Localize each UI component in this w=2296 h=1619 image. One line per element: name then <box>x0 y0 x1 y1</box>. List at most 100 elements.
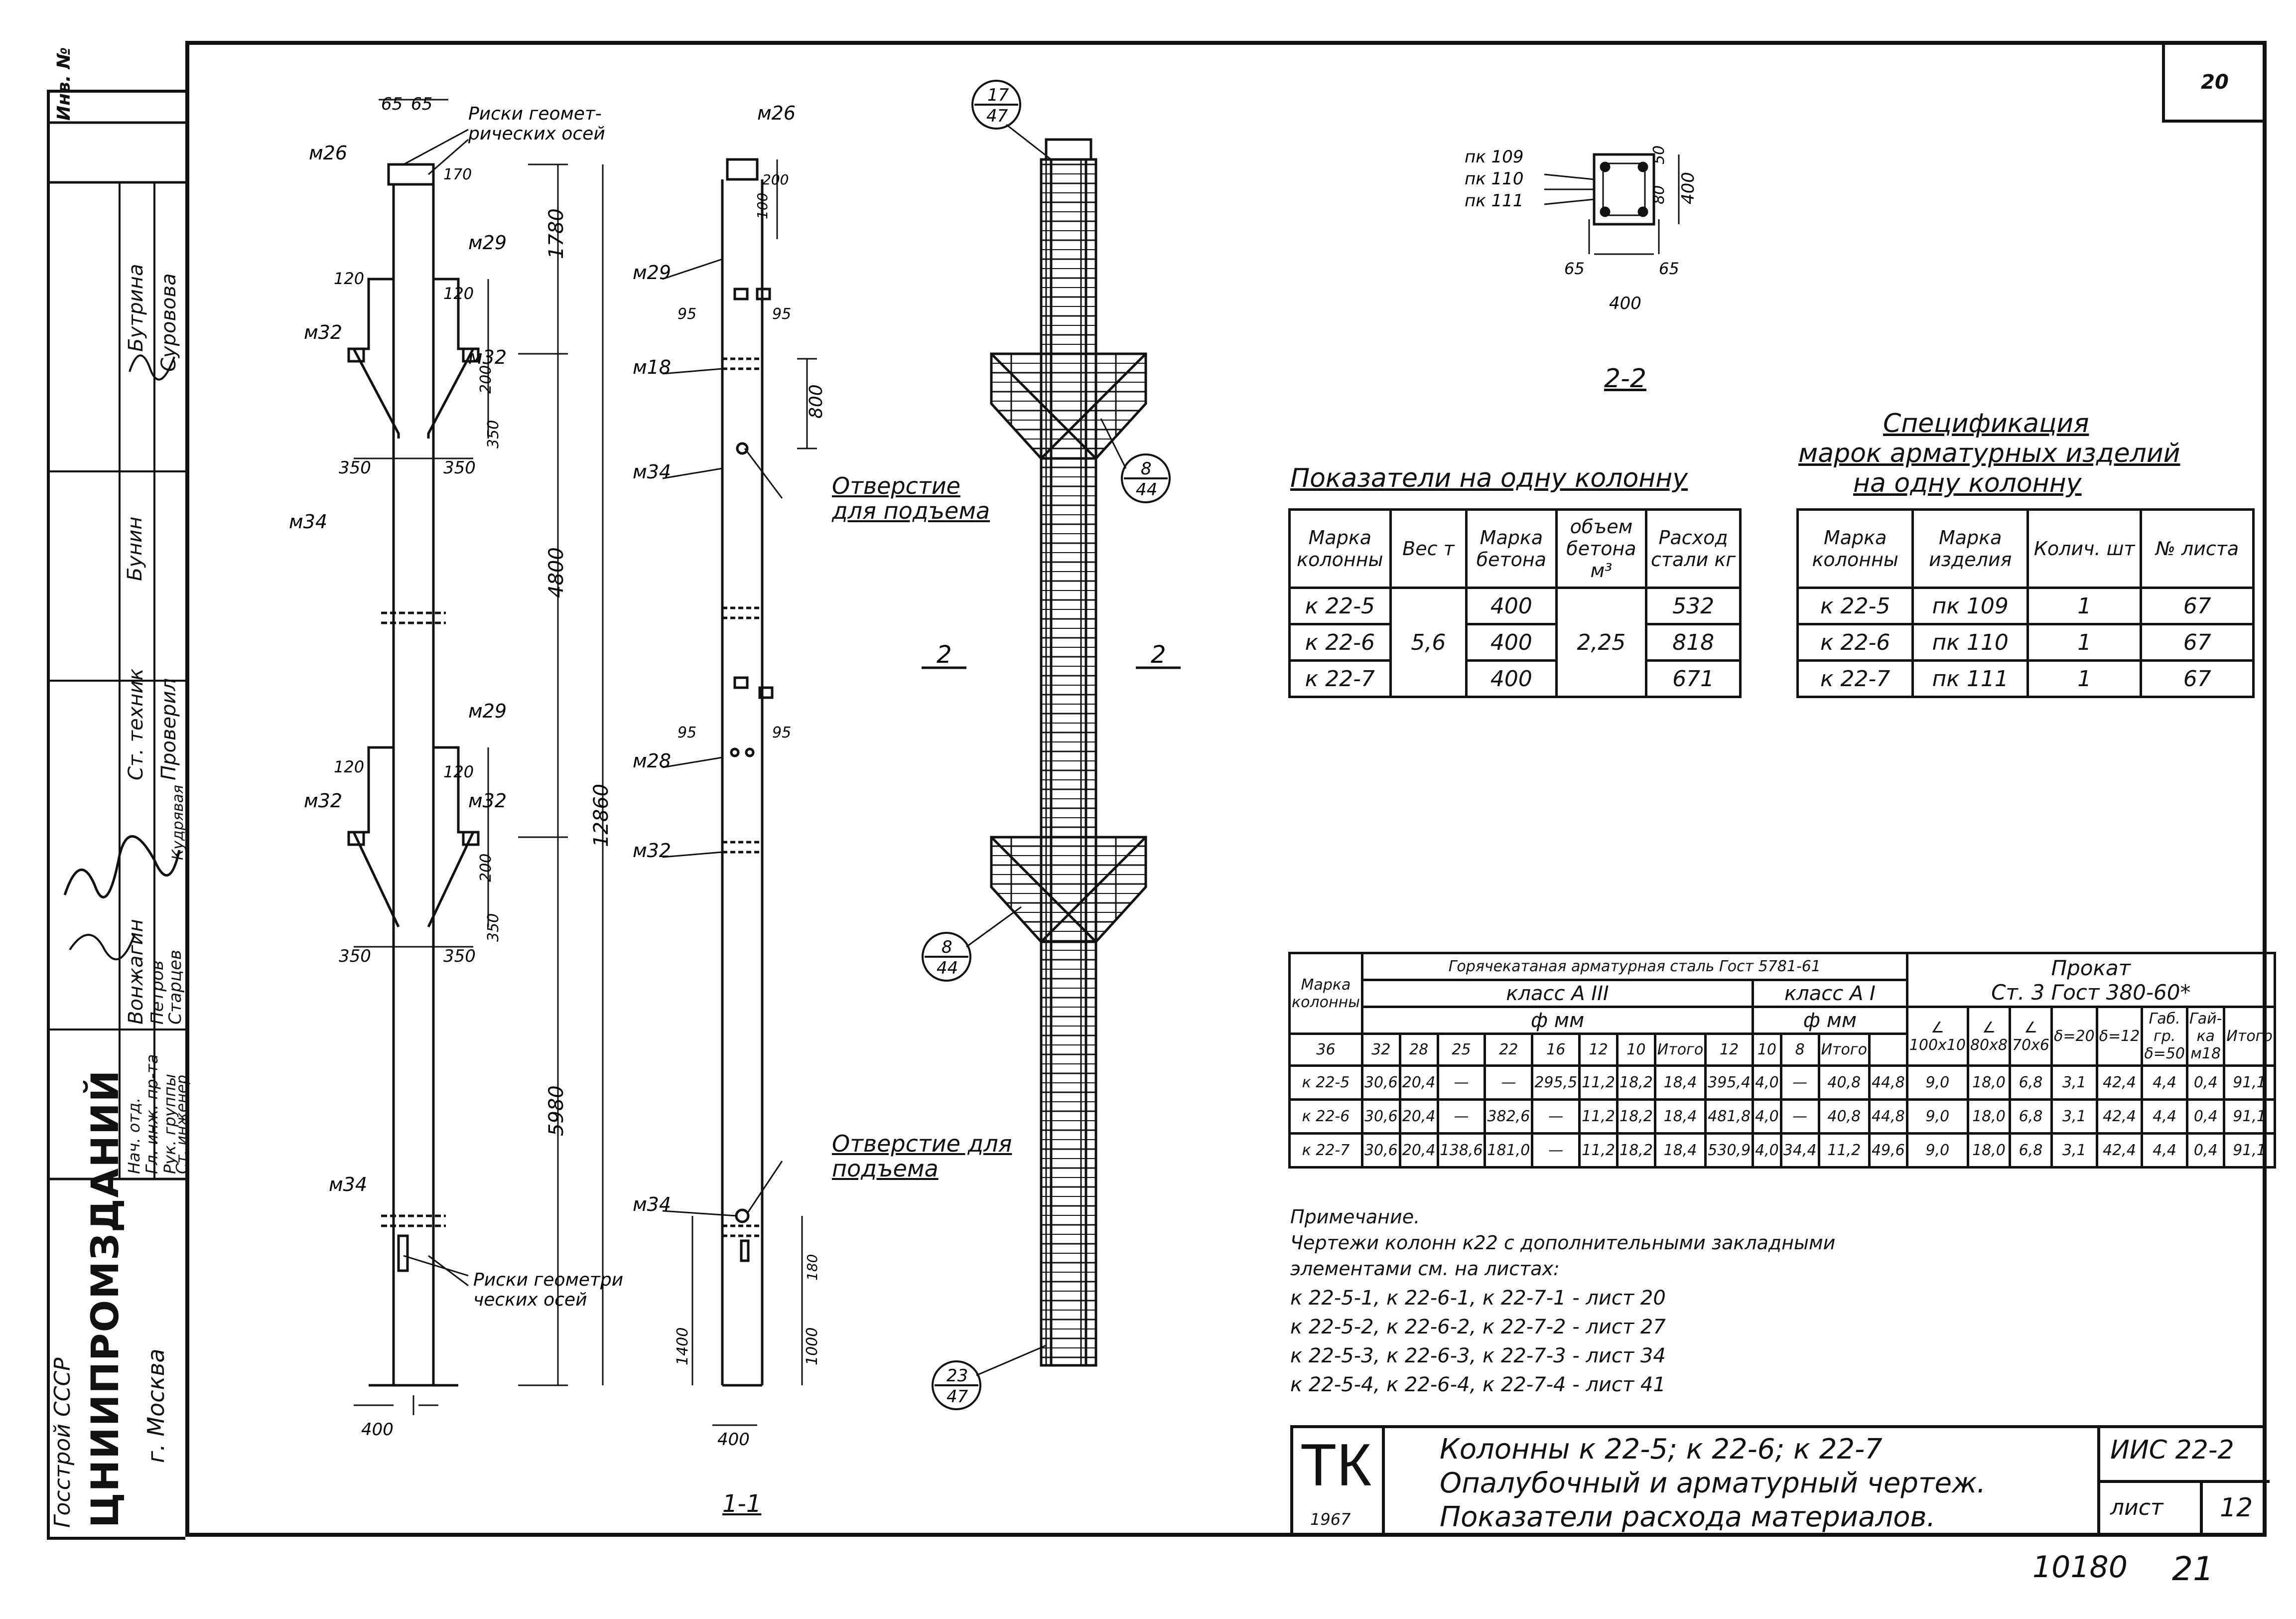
spec-r3-qty: 1 <box>2026 659 2143 698</box>
org-line-2: ЦНИИПРОМЗДАНИЙ <box>83 1069 127 1528</box>
steel-d3-4: 22 <box>1484 1032 1534 1067</box>
label-m29-b: м29 <box>468 700 507 722</box>
section-dim-80: 80 <box>1650 185 1668 204</box>
org-line-1: Госстрой СССР <box>50 1357 75 1528</box>
steel-cell: 181,0 <box>1484 1132 1534 1169</box>
steel-cell: 295,5 <box>1531 1064 1581 1101</box>
steel-cell: 42,4 <box>2095 1064 2144 1101</box>
steel-cell: 9,0 <box>1905 1064 1969 1101</box>
title-code-block: ИИС 22-2 лист 12 <box>2097 1425 2270 1537</box>
dim-120-c: 120 <box>334 757 364 776</box>
spec-r1-item: пк 109 <box>1911 587 2029 625</box>
dim-1780: 1780 <box>545 208 568 259</box>
steel-cell: 40,8 <box>1817 1098 1871 1135</box>
e2-label-m18: м18 <box>633 356 671 378</box>
spec-r3-item: пк 111 <box>1911 659 2029 698</box>
ind-h-weight: Вес т <box>1389 508 1468 589</box>
steel-h-dia-1: ф мм <box>1752 1006 1908 1035</box>
steel-cell: 9,0 <box>1905 1132 1969 1169</box>
sheet-label: лист <box>2110 1495 2163 1520</box>
drawing-frame <box>185 41 2267 1537</box>
callout-3-bottom: 44 <box>937 958 958 978</box>
indicators-table: Марка колонны Вес т Марка бетона объем б… <box>1288 508 1742 698</box>
hole-bottom-label: Отверстие для подъема <box>832 1130 1012 1182</box>
section-mark-pk111: пк 111 <box>1465 191 1523 211</box>
spec-r1-col: к 22-5 <box>1796 587 1914 625</box>
steel-d1-1: 10 <box>1752 1032 1782 1067</box>
steel-h-r2: ∠ 70x6 <box>2008 1006 2053 1067</box>
e2-label-m32: м32 <box>633 840 671 862</box>
steel-cell: 18,2 <box>1616 1064 1656 1101</box>
dim-120-d: 120 <box>443 762 474 781</box>
spec-title-1: Спецификация <box>1883 409 2089 439</box>
dim-350-d: 350 <box>485 913 502 942</box>
steel-cell: 40,8 <box>1817 1064 1871 1101</box>
e2-label-m28: м28 <box>633 750 671 772</box>
steel-cell: 30,6 <box>1360 1098 1401 1135</box>
series-code: ИИС 22-2 <box>2110 1435 2234 1465</box>
indicators-title: Показатели на одну колонну <box>1290 463 1688 493</box>
steel-h-r1: ∠ 80x8 <box>1966 1006 2011 1067</box>
dim-12860: 12860 <box>590 784 613 847</box>
steel-cell: 44,8 <box>1868 1098 1908 1135</box>
section-mark-right: 2 <box>1151 641 1166 669</box>
ind-h-steel: Расход стали кг <box>1645 508 1742 589</box>
inv-label: Инв. № <box>54 47 74 121</box>
steel-cell: 20,4 <box>1398 1132 1439 1169</box>
steel-d3-1: 32 <box>1360 1032 1401 1067</box>
section-dim-65-a: 65 <box>1564 259 1585 278</box>
specification-table: Марка колонны Марка изделия Колич. шт № … <box>1796 508 2255 698</box>
steel-cell: 9,0 <box>1905 1098 1969 1135</box>
spec-h-col: Марка колонны <box>1796 508 1914 589</box>
steel-h-r5: Габ. гр. δ=50 <box>2141 1006 2188 1067</box>
steel-cell: 0,4 <box>2185 1064 2226 1101</box>
label-m32-b: м32 <box>468 346 507 368</box>
steel-cell: 18,4 <box>1653 1132 1707 1169</box>
title-line-3: Показатели расхода материалов. <box>1440 1501 1936 1533</box>
spec-r3-sheet: 67 <box>2140 659 2255 698</box>
steel-cell: 11,2 <box>1578 1064 1619 1101</box>
section-dim-65-b: 65 <box>1659 259 1679 278</box>
dim-120-a: 120 <box>334 269 364 288</box>
section-mark-pk109: пк 109 <box>1465 147 1523 167</box>
logo-text: ТК <box>1300 1432 1372 1498</box>
ind-h-concrete: Марка бетона <box>1465 508 1558 589</box>
dim-65-b: 65 <box>411 94 432 114</box>
title-line-1: Колонны к 22-5; к 22-6; к 22-7 <box>1440 1433 1883 1466</box>
ind-r1-steel: 532 <box>1645 587 1742 625</box>
ind-r2-mark: к 22-6 <box>1288 623 1392 662</box>
steel-cell: — <box>1436 1098 1486 1135</box>
steel-h-r3: δ=20 <box>2050 1006 2098 1067</box>
dim-200-b: 200 <box>477 854 495 882</box>
name-1: Бутрина <box>125 264 147 352</box>
steel-cell: 18,4 <box>1653 1098 1707 1135</box>
steel-cell: — <box>1484 1064 1534 1101</box>
sheet-number: 20 <box>2162 45 2265 123</box>
e2-dim-1400: 1400 <box>674 1327 691 1365</box>
e2-dim-180: 180 <box>804 1254 820 1281</box>
ind-r2-concrete: 400 <box>1465 623 1558 662</box>
steel-d3-8: Итого <box>1653 1032 1707 1067</box>
label-m32-c: м32 <box>304 790 342 812</box>
e2-dim-100: 100 <box>754 193 771 219</box>
steel-cell: — <box>1779 1098 1820 1135</box>
dim-65-a: 65 <box>381 94 403 114</box>
steel-d1-0: 12 <box>1704 1032 1755 1067</box>
label-m29-a: м29 <box>468 232 507 254</box>
steel-cell: 44,8 <box>1868 1064 1908 1101</box>
steel-d1-3: Итого <box>1817 1032 1871 1067</box>
steel-cell: 34,4 <box>1779 1132 1820 1169</box>
steel-cell: 3,1 <box>2050 1098 2098 1135</box>
org-line-3: г. Москва <box>142 1348 169 1463</box>
dim-5980: 5980 <box>545 1085 568 1136</box>
label-geom-axis-top: Риски геомет- <box>468 104 602 124</box>
steel-d3-6: 12 <box>1578 1032 1619 1067</box>
name-4: Ст. техник <box>125 668 147 780</box>
e2-label-m26: м26 <box>757 102 796 124</box>
steel-h-r0: ∠ 100x10 <box>1905 1006 1969 1067</box>
section-mark-pk110: пк 110 <box>1465 169 1523 189</box>
steel-cell: 4,4 <box>2141 1064 2188 1101</box>
steel-cell: — <box>1531 1098 1581 1135</box>
steel-cell: 395,4 <box>1704 1064 1755 1101</box>
steel-row-mark: к 22-7 <box>1288 1132 1363 1169</box>
